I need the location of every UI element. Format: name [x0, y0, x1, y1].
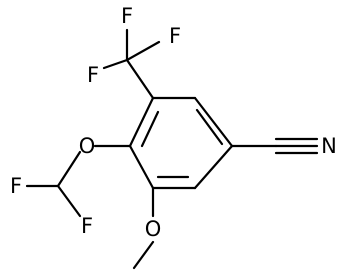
ring-bond-c6-c1: [128, 96, 155, 148]
bond-cf3-f-left: [102, 58, 129, 70]
atom-f-left: F: [87, 63, 99, 87]
difluoromethoxy-group: O F F: [10, 134, 132, 238]
benzene-ring: [128, 96, 234, 190]
atom-n-nitrile: N: [321, 134, 337, 158]
methoxy-group: O: [132, 186, 162, 270]
ring-bond-c5-c6: [128, 144, 155, 190]
atom-f-right: F: [169, 24, 181, 48]
nitrile-group: N: [230, 134, 337, 158]
atom-o-methoxy: O: [145, 217, 162, 241]
trifluoromethyl-group: F F F: [87, 4, 181, 100]
bond-cf2-f-bottom: [56, 184, 82, 218]
bond-o-ether-cf2: [56, 150, 82, 188]
atom-f-difluoro-bottom: F: [81, 214, 93, 238]
bond-o-methoxy-ch3: [132, 240, 155, 270]
atom-f-difluoro-left: F: [10, 174, 22, 198]
atom-o-ether: O: [79, 134, 96, 158]
ring-bond-c2-c3: [193, 96, 234, 148]
ring-inner-double-bond-c2-c3: [195, 108, 224, 146]
atom-f-top: F: [121, 4, 133, 28]
ring-bond-c3-c4: [193, 144, 234, 190]
bond-cf3-f-right: [125, 40, 161, 62]
bond-ring-cf3: [125, 58, 155, 100]
ring-inner-double-bond-c6-c1: [140, 110, 160, 148]
